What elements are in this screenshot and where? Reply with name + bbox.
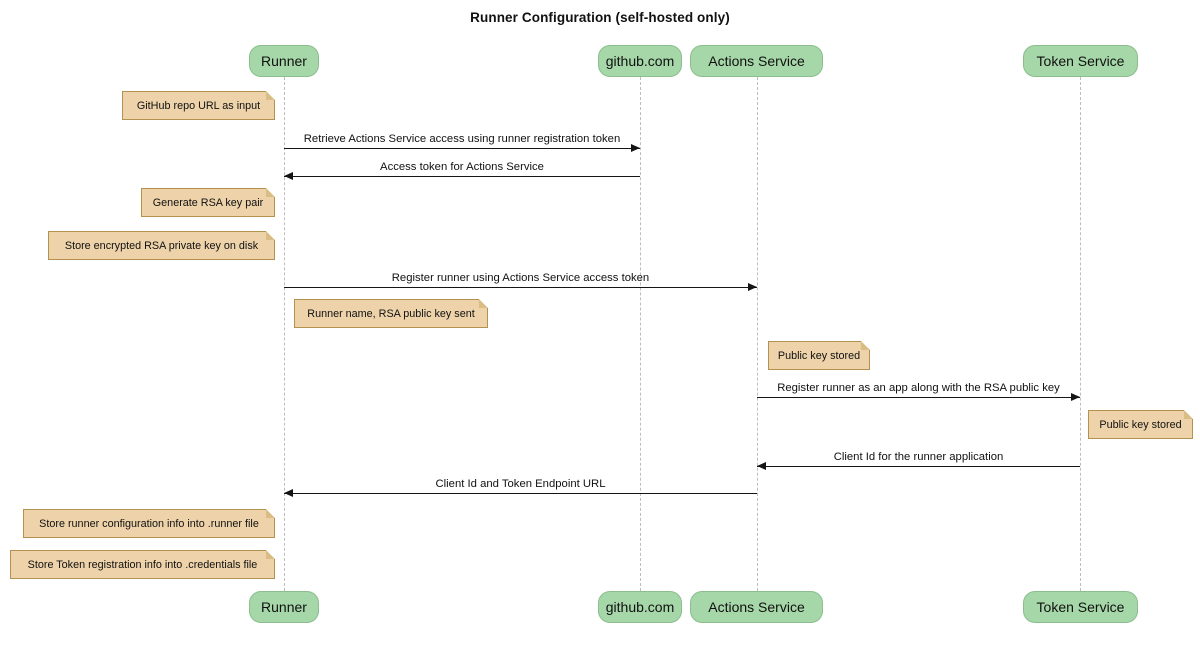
arrowhead-icon [284,172,293,180]
message-line [284,144,640,152]
message-label: Client Id and Token Endpoint URL [435,478,606,490]
note-store-credentials-file: Store Token registration info into .cred… [10,550,275,579]
note-store-runner-file: Store runner configuration info into .ru… [23,509,275,538]
lifeline-actions-service [756,77,758,591]
participant-token-service-top: Token Service [1023,45,1138,77]
note-public-key-stored-token: Public key stored [1088,410,1193,439]
message-label: Register runner using Actions Service ac… [391,272,650,284]
note-store-encrypted-rsa-key: Store encrypted RSA private key on disk [48,231,275,260]
diagram-title: Runner Configuration (self-hosted only) [470,10,730,25]
message-register-runner-app: Register runner as an app along with the… [757,381,1080,401]
message-line [284,283,757,291]
lifeline-token-service [1079,77,1081,591]
message-retrieve-actions-access: Retrieve Actions Service access using ru… [284,132,640,152]
participant-runner-bottom: Runner [249,591,319,623]
lifeline-runner [283,77,285,591]
message-line [757,393,1080,401]
message-label: Register runner as an app along with the… [777,382,1060,394]
message-client-id-endpoint: Client Id and Token Endpoint URL [284,477,757,497]
participant-actions-service-top: Actions Service [690,45,823,77]
note-public-key-stored-actions: Public key stored [768,341,870,370]
arrowhead-icon [748,283,757,291]
arrowhead-icon [757,462,766,470]
message-label: Client Id for the runner application [833,451,1004,463]
message-line [757,462,1080,470]
arrowhead-icon [284,489,293,497]
participant-actions-service-bottom: Actions Service [690,591,823,623]
note-runner-name-public-key-sent: Runner name, RSA public key sent [294,299,488,328]
participant-token-service-bottom: Token Service [1023,591,1138,623]
participant-github-bottom: github.com [598,591,682,623]
arrowhead-icon [1071,393,1080,401]
lifeline-github [639,77,641,591]
participant-github-top: github.com [598,45,682,77]
note-github-repo-url: GitHub repo URL as input [122,91,275,120]
arrowhead-icon [631,144,640,152]
message-client-id-runner-app: Client Id for the runner application [757,450,1080,470]
participant-runner-top: Runner [249,45,319,77]
message-label: Access token for Actions Service [380,161,544,173]
note-generate-rsa-key-pair: Generate RSA key pair [141,188,275,217]
message-label: Retrieve Actions Service access using ru… [303,133,621,145]
message-line [284,489,757,497]
message-line [284,172,640,180]
message-register-runner: Register runner using Actions Service ac… [284,271,757,291]
message-access-token: Access token for Actions Service [284,160,640,180]
